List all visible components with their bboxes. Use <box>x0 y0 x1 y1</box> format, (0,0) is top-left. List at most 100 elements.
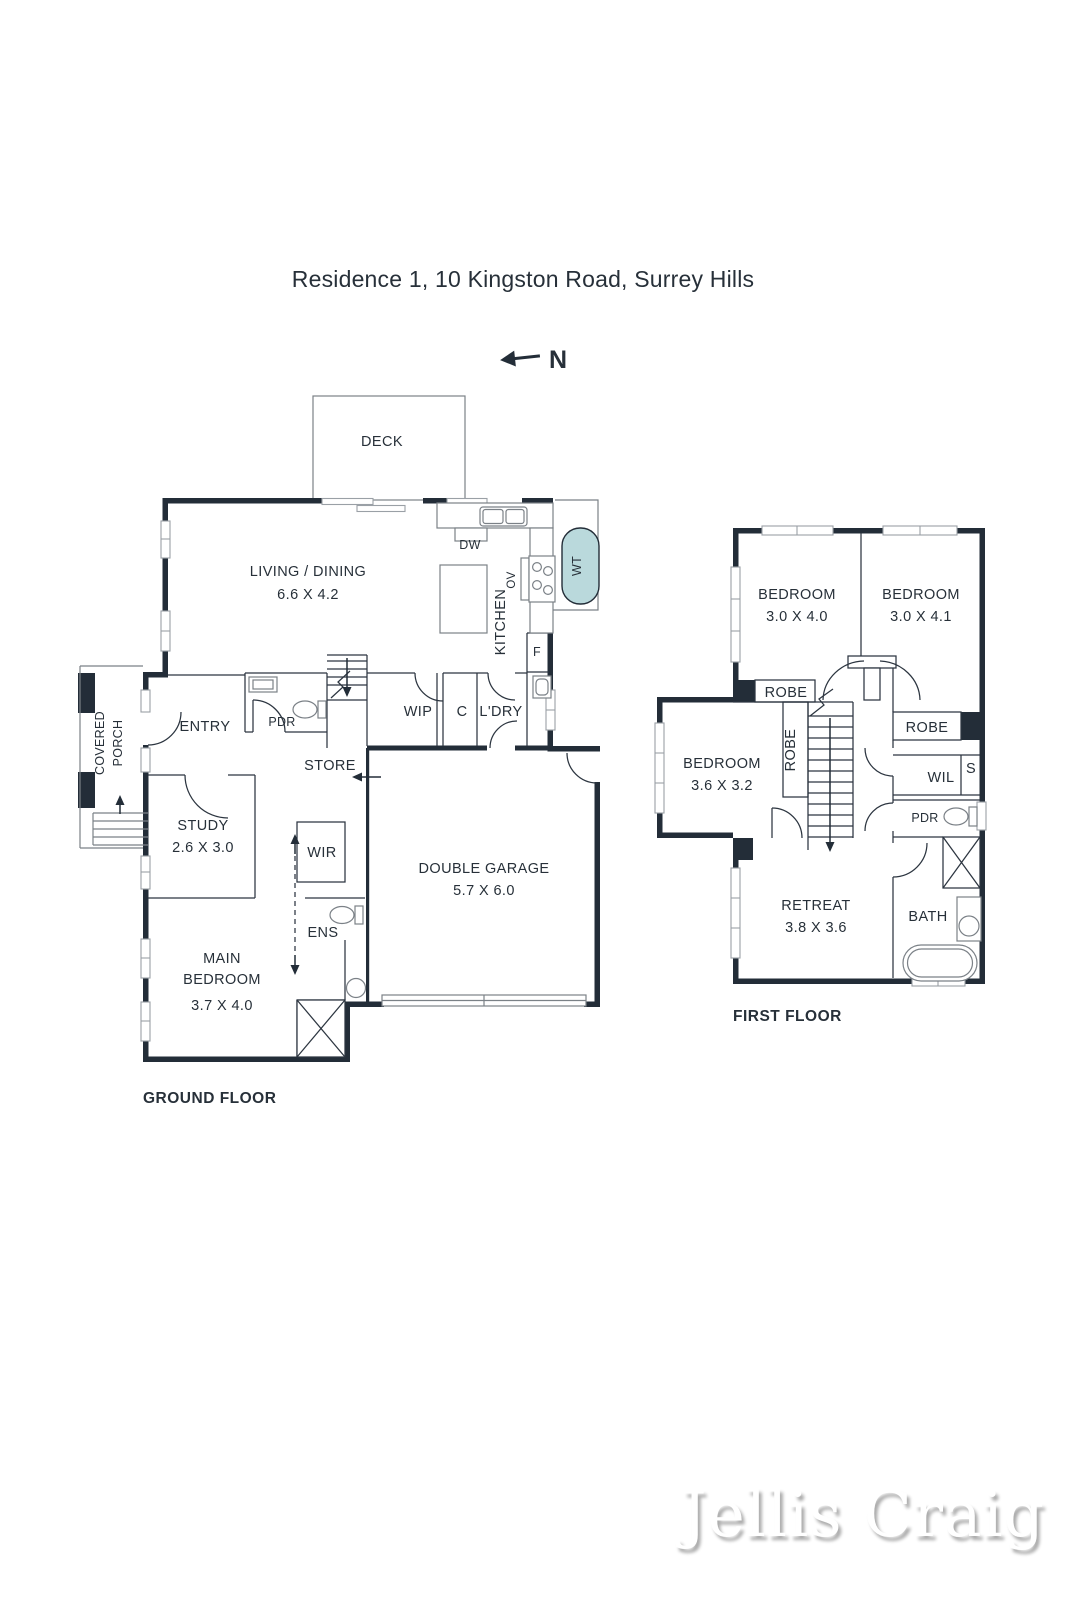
stairs-down-arrow <box>342 658 352 697</box>
ens-label: ENS <box>307 925 338 941</box>
bath-label: BATH <box>908 909 947 925</box>
bedroom1-dims: 3.0 X 4.0 <box>766 609 828 625</box>
shower-icon <box>296 999 346 1058</box>
bathtub-icon <box>902 944 978 982</box>
pdr-door-arc <box>252 699 286 733</box>
robe1-label: ROBE <box>765 685 808 701</box>
ground-floor-arrows <box>115 658 381 975</box>
pdr-ff-door-arc <box>864 802 894 832</box>
window-icon <box>730 566 741 663</box>
window-icon <box>761 525 834 536</box>
closet-label: C <box>457 704 468 720</box>
covered-porch-label-2: PORCH <box>111 720 125 767</box>
main-bedroom-label-2: BEDROOM <box>183 972 261 988</box>
window-icon <box>140 855 151 890</box>
ground-floor-windows <box>140 497 556 1042</box>
window-icon <box>976 801 987 831</box>
first-floor-arrows <box>825 718 835 852</box>
toilet-icon <box>329 905 364 925</box>
entry-door-arc <box>147 711 182 746</box>
bedroom2-dims: 3.0 X 4.1 <box>890 609 952 625</box>
ground-floor-doors <box>147 672 598 819</box>
wil-label: WIL <box>928 770 955 786</box>
porch-outline <box>79 665 143 849</box>
wip-label: WIP <box>404 704 433 720</box>
wir-up-arrow <box>290 834 300 854</box>
retreat-label: RETREAT <box>781 898 850 914</box>
pdr-label: PDR <box>268 715 295 729</box>
first-floor-labels: BEDROOM 3.0 X 4.0 BEDROOM 3.0 X 4.1 ROBE… <box>683 587 976 1025</box>
bath-basin-icon <box>956 896 982 942</box>
water-tank-icon <box>561 527 600 605</box>
sink-icon <box>479 506 528 527</box>
garage-entry-door-arc <box>566 752 598 784</box>
bath-door-arc <box>892 842 928 878</box>
north-arrow-icon <box>500 350 541 367</box>
jellis-craig-logo: Jellis Craig <box>681 1478 1045 1551</box>
first-floor-doors <box>771 655 928 878</box>
deck-label: DECK <box>361 434 403 450</box>
bedroom3-dims: 3.6 X 3.2 <box>691 778 753 794</box>
porch-steps-icon <box>92 812 148 846</box>
wir-label: WIR <box>307 845 336 861</box>
living-dining-label: LIVING / DINING <box>250 564 366 580</box>
bedroom3-label: BEDROOM <box>683 756 761 772</box>
double-garage-dims: 5.7 X 6.0 <box>453 883 515 899</box>
first-floor-walls <box>657 528 985 984</box>
stairs-down-arrow <box>825 718 835 852</box>
ground-floor-title: GROUND FLOOR <box>143 1090 276 1107</box>
ground-floor-walls <box>78 498 600 1062</box>
kitchen-island <box>439 564 488 634</box>
pdr-basin-icon <box>248 676 278 693</box>
window-icon <box>882 525 958 536</box>
window-icon <box>140 747 151 773</box>
robe2-label: ROBE <box>783 729 799 772</box>
fridge-label: F <box>533 645 541 659</box>
laundry-door-arc <box>487 672 516 701</box>
dishwasher-label: DW <box>459 538 480 552</box>
window-icon <box>140 1001 151 1042</box>
bedroom2-label: BEDROOM <box>882 587 960 603</box>
double-garage-label: DOUBLE GARAGE <box>419 861 550 877</box>
store-label: STORE <box>304 758 356 774</box>
covered-porch-label-1: COVERED <box>93 711 107 775</box>
water-tank-label: WT <box>570 556 584 576</box>
laundry-trough-icon <box>532 675 552 699</box>
cooktop-icon <box>520 555 556 603</box>
entry-label: ENTRY <box>180 719 231 735</box>
laundry-rear-door-arc <box>489 720 518 749</box>
store-arrow <box>352 772 381 782</box>
wir-down-arrow <box>290 955 300 975</box>
ground-floor-labels: DECK LIVING / DINING 6.6 X 4.2 KITCHEN O… <box>93 434 584 1107</box>
main-bedroom-label-1: MAIN <box>203 951 241 967</box>
wip-door-arc <box>414 672 444 702</box>
garage-door-icon <box>381 994 587 1007</box>
study-door-arc <box>184 774 229 819</box>
porch-up-arrow <box>115 795 125 814</box>
robe3-label: ROBE <box>906 720 949 736</box>
window-icon <box>654 722 665 814</box>
sliding-door-icon <box>321 497 406 513</box>
study-dims: 2.6 X 3.0 <box>172 840 234 856</box>
first-floor-title: FIRST FLOOR <box>733 1008 842 1025</box>
bedroom1-label: BEDROOM <box>758 587 836 603</box>
retreat-dims: 3.8 X 3.6 <box>785 920 847 936</box>
toilet-icon <box>943 806 978 827</box>
toilet-icon <box>292 700 327 719</box>
window-icon <box>140 938 151 979</box>
ground-floor-fixtures <box>79 502 600 1058</box>
study-label: STUDY <box>177 818 228 834</box>
window-icon <box>140 689 151 713</box>
bedroom3-door-arc <box>771 807 803 839</box>
pdr-ff-label: PDR <box>911 811 938 825</box>
living-dining-dims: 6.6 X 4.2 <box>277 587 339 603</box>
north-label: N <box>549 346 567 374</box>
oven-label: OV <box>506 571 518 588</box>
page-title: Residence 1, 10 Kingston Road, Surrey Hi… <box>292 266 754 292</box>
laundry-label: L'DRY <box>479 704 522 720</box>
ens-basin-icon <box>345 977 367 999</box>
window-icon <box>160 610 171 652</box>
double-door-icon <box>822 655 921 701</box>
kitchen-label: KITCHEN <box>493 589 509 655</box>
